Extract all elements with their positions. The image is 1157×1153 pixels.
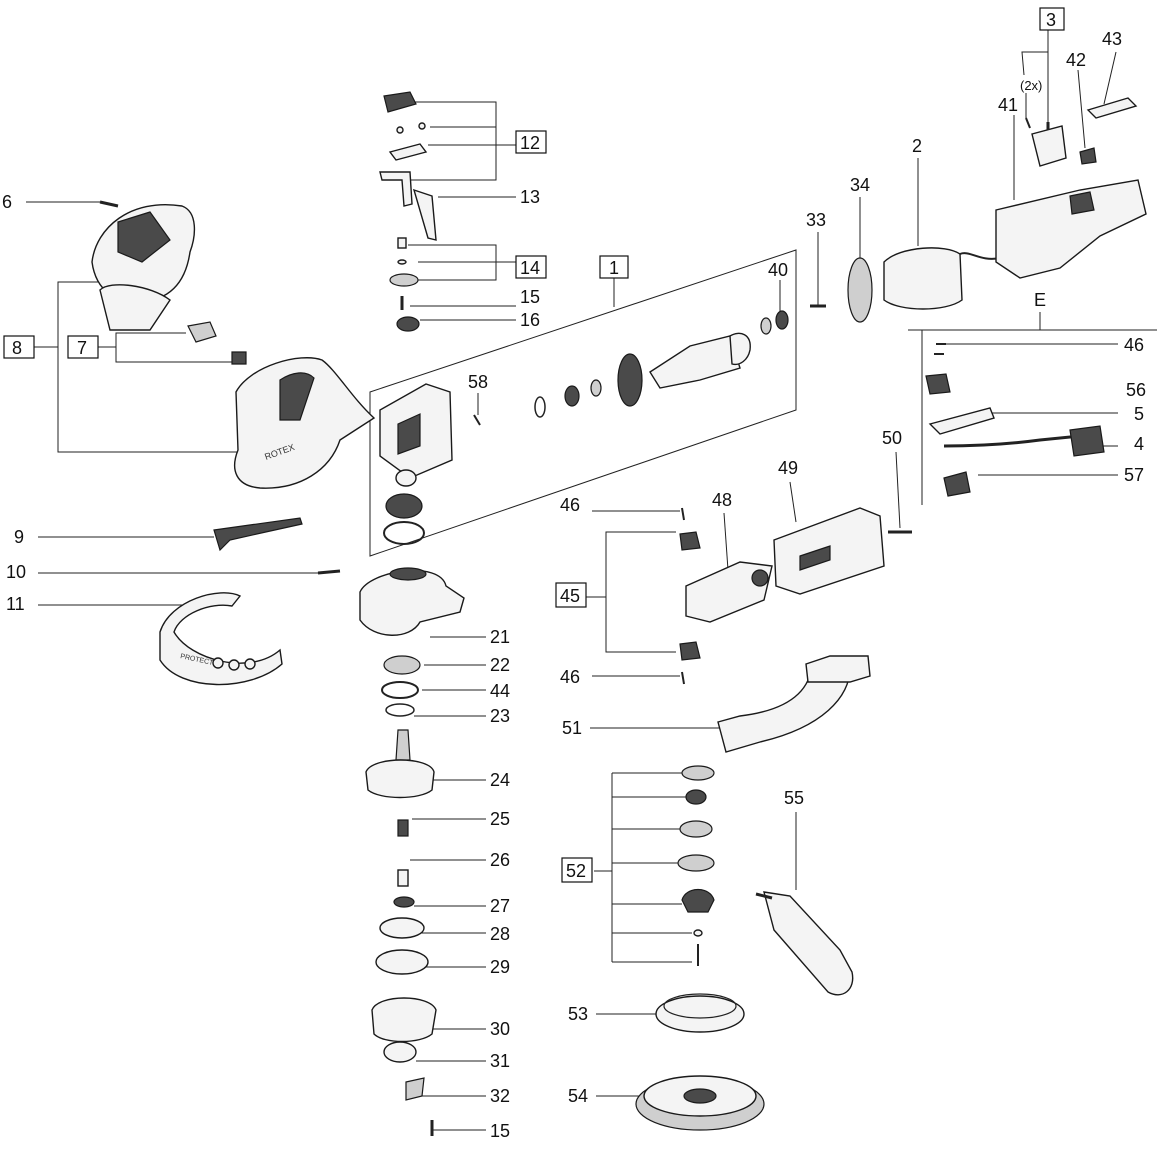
- label-13: 13: [520, 187, 540, 207]
- label-15-bottom: 15: [490, 1121, 510, 1141]
- label-8: 8: [12, 338, 22, 358]
- label-56: 56: [1126, 380, 1146, 400]
- label-46-top: 46: [560, 495, 580, 515]
- label-27: 27: [490, 896, 510, 916]
- label-32: 32: [490, 1086, 510, 1106]
- label-11: 11: [6, 594, 25, 614]
- label-58: 58: [468, 372, 488, 392]
- label-26: 26: [490, 850, 510, 870]
- leader-lines: [26, 30, 1157, 1131]
- label-10: 10: [6, 562, 26, 582]
- label-54: 54: [568, 1086, 588, 1106]
- label-31: 31: [490, 1051, 510, 1071]
- label-7: 7: [77, 338, 87, 358]
- label-50: 50: [882, 428, 902, 448]
- label-5: 5: [1134, 404, 1144, 424]
- label-boxes: [3, 7, 1065, 883]
- label-34: 34: [850, 175, 870, 195]
- label-15-top: 15: [520, 287, 540, 307]
- label-1: 1: [609, 258, 619, 278]
- label-44: 44: [490, 681, 510, 701]
- label-3: 3: [1046, 10, 1056, 30]
- label-2: 2: [912, 136, 922, 156]
- label-45: 45: [560, 586, 580, 606]
- label-9: 9: [14, 527, 24, 547]
- part-labels: 3 43 42 (2x) 41 2 34 33 40 12 13 14 15 1…: [2, 10, 1146, 1141]
- label-4: 4: [1134, 434, 1144, 454]
- label-30: 30: [490, 1019, 510, 1039]
- label-29: 29: [490, 957, 510, 977]
- label-43: 43: [1102, 29, 1122, 49]
- label-33: 33: [806, 210, 826, 230]
- label-6: 6: [2, 192, 12, 212]
- label-49: 49: [778, 458, 798, 478]
- label-22: 22: [490, 655, 510, 675]
- label-52: 52: [566, 861, 586, 881]
- label-46-bottom: 46: [560, 667, 580, 687]
- label-qty-2x: (2x): [1020, 78, 1042, 93]
- label-41: 41: [998, 95, 1018, 115]
- label-46-e: 46: [1124, 335, 1144, 355]
- label-25: 25: [490, 809, 510, 829]
- parts-drawings: ROTEX PROTECTOR: [91, 91, 1147, 1136]
- label-24: 24: [490, 770, 510, 790]
- label-53: 53: [568, 1004, 588, 1024]
- label-42: 42: [1066, 50, 1086, 70]
- label-16: 16: [520, 310, 540, 330]
- label-12: 12: [520, 133, 540, 153]
- label-57: 57: [1124, 465, 1144, 485]
- label-21: 21: [490, 627, 510, 647]
- label-48: 48: [712, 490, 732, 510]
- label-28: 28: [490, 924, 510, 944]
- label-55: 55: [784, 788, 804, 808]
- label-51: 51: [562, 718, 582, 738]
- label-e: E: [1034, 290, 1046, 310]
- label-23: 23: [490, 706, 510, 726]
- label-14: 14: [520, 258, 540, 278]
- label-40: 40: [768, 260, 788, 280]
